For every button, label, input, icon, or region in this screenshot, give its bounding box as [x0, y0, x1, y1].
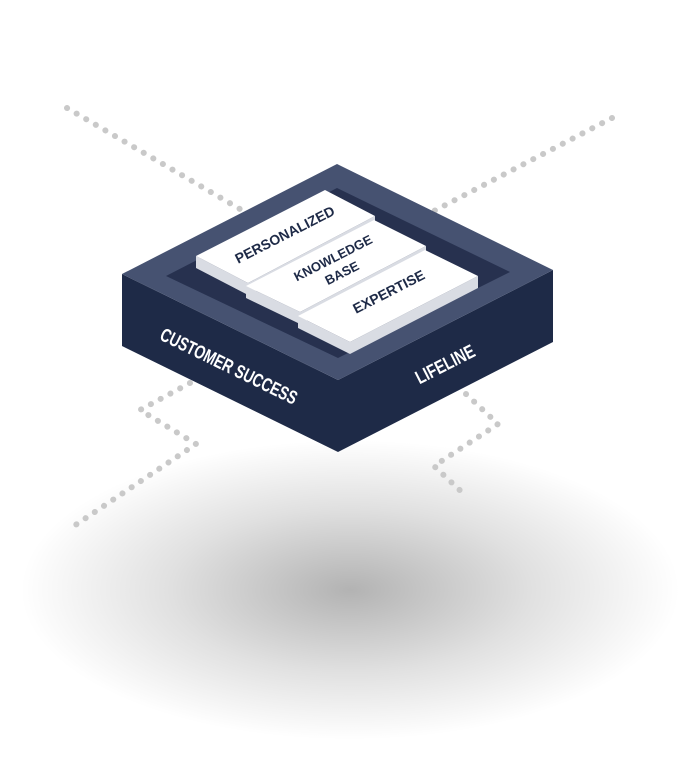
- layer-expertise: [298, 250, 478, 354]
- layer-knowledge-base-front: [246, 286, 300, 324]
- layer-personalized-front: [196, 256, 248, 295]
- floor-shadow: [20, 440, 680, 740]
- layer-expertise-top: [298, 250, 478, 342]
- connector-top-left: [64, 105, 248, 215]
- connector-bottom-left: [65, 380, 202, 533]
- connector-top-right: [429, 115, 615, 215]
- layer-stack: [196, 190, 478, 354]
- dotted-connectors: [64, 105, 615, 533]
- layer-expertise-side: [350, 276, 478, 354]
- platform-left-side: [122, 274, 338, 452]
- platform-right-side: [338, 270, 553, 452]
- layer-personalized-top: [196, 190, 375, 283]
- layer-expertise-front: [298, 316, 350, 354]
- connector-bottom-right: [429, 391, 503, 499]
- layer-knowledge-base-top: [246, 220, 426, 312]
